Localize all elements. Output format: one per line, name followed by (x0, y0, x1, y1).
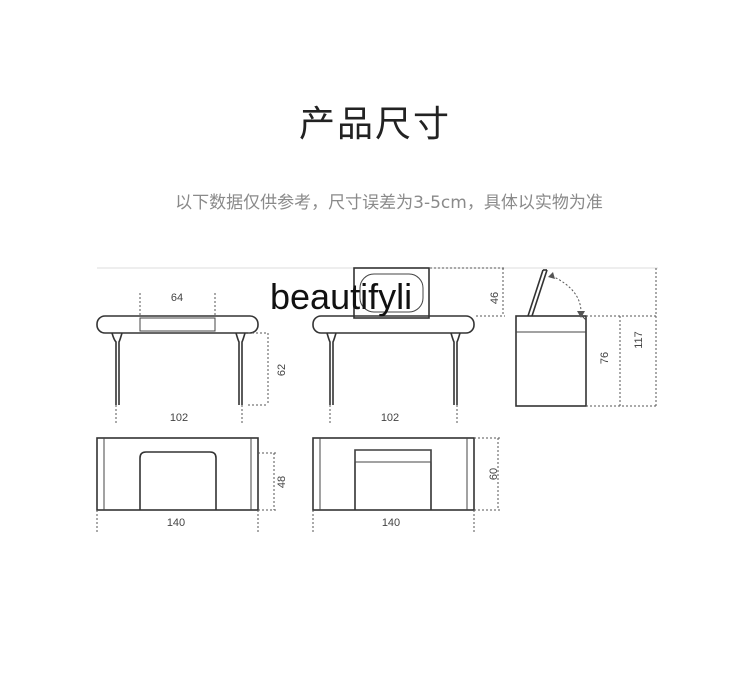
page-subtitle: 以下数据仅供参考，尺寸误差为3-5cm，具体以实物为准 (175, 193, 603, 213)
dim-side-total-height: 117 (633, 331, 645, 349)
dim-front-open-width: 102 (381, 412, 399, 424)
dim-top-closed-length: 140 (167, 517, 185, 529)
front-view-closed (96, 293, 269, 425)
dim-top-open-depth: 60 (488, 468, 500, 480)
front-view-open (312, 267, 505, 425)
dim-side-height: 76 (599, 352, 611, 364)
dim-top-open-length: 140 (382, 517, 400, 529)
dim-front-closed-width: 102 (170, 412, 188, 424)
top-view-closed (96, 437, 276, 532)
dim-front-closed-height: 62 (276, 364, 288, 376)
top-view-open (312, 437, 500, 532)
side-view (515, 268, 658, 407)
dim-front-closed-top-width: 64 (171, 292, 183, 304)
dim-top-closed-depth: 48 (276, 476, 288, 488)
watermark-text: beautifyli (270, 276, 413, 317)
dim-front-open-mirror-height: 46 (489, 292, 501, 304)
page-title: 产品尺寸 (298, 104, 451, 145)
